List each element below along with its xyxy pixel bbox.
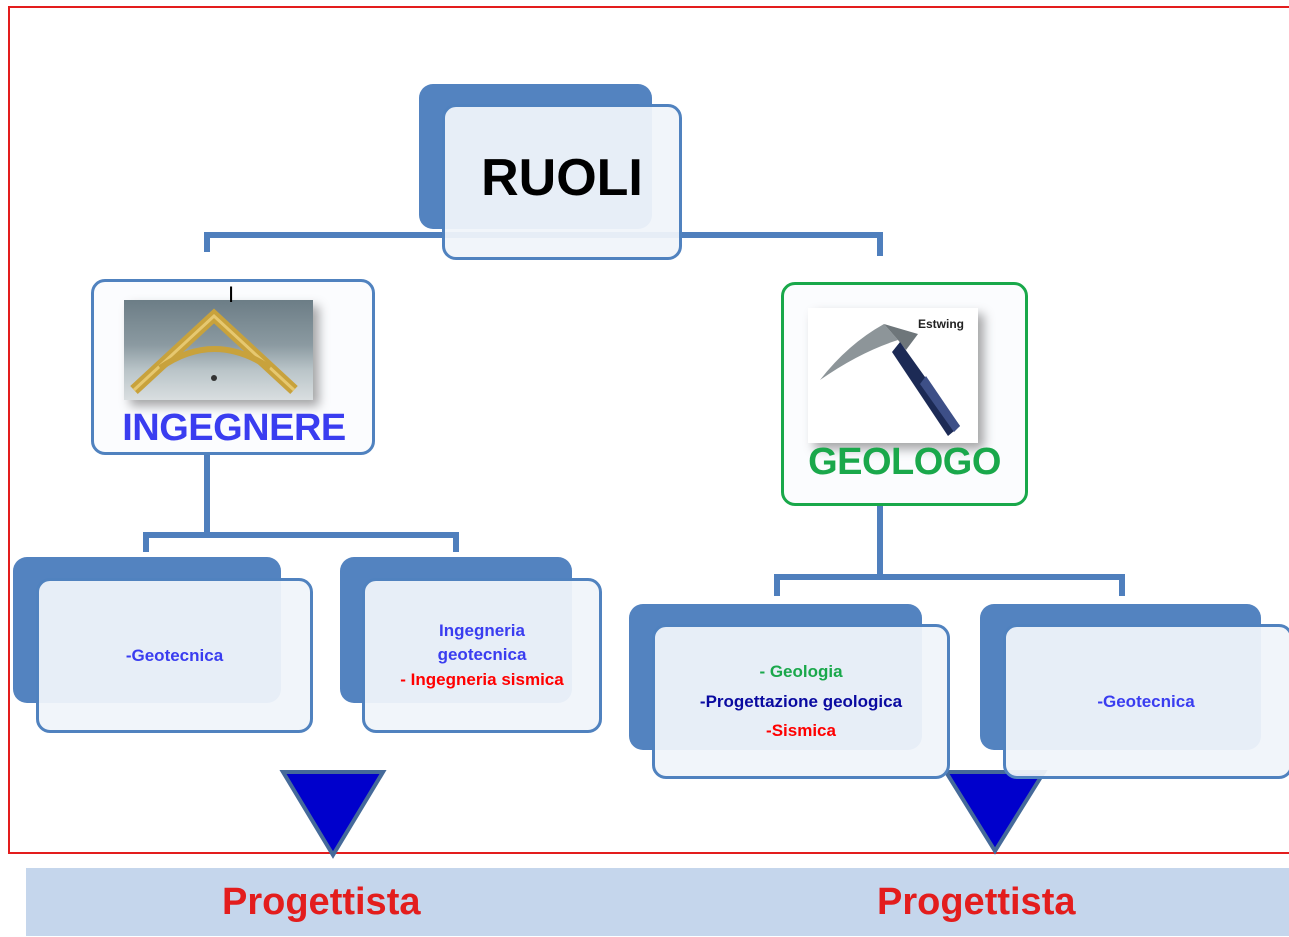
brand-label: Estwing	[918, 317, 964, 331]
leaf-line: - Ingegneria sismica	[400, 669, 564, 689]
leaf-geo-geologia	[652, 624, 950, 779]
diagram-frame	[8, 6, 1289, 854]
leaf-ing-ingegneria	[362, 578, 602, 733]
leaf-line: -Progettazione geologica	[699, 691, 903, 711]
leaf-ing-geotecnica	[36, 578, 313, 733]
outcome-label-ingegnere: Progettista	[222, 881, 421, 923]
connector-ingegnere	[143, 440, 459, 552]
leaf-line: -Sismica	[766, 721, 836, 741]
leaf-line: -Geotecnica	[125, 645, 224, 665]
leaf-text-geo-2: -Geotecnica	[1003, 624, 1289, 779]
role-label-ingegnere: INGEGNERE	[122, 407, 346, 449]
cursor-mark: I	[228, 282, 235, 307]
leaf-line: -Geotecnica	[1097, 691, 1195, 711]
outcome-band	[26, 868, 1289, 936]
leaf-text-geo-1: - Geologia -Progettazione geologica -Sis…	[652, 624, 950, 779]
root-node	[442, 104, 682, 260]
arrow-down-right	[942, 770, 1048, 855]
connector-geologo	[774, 488, 1125, 596]
root-title: RUOLI	[481, 149, 643, 207]
outcome-label-geologo: Progettista	[877, 881, 1076, 923]
leaf-geo-geotecnica	[1003, 624, 1289, 779]
arrow-down-left	[279, 770, 387, 859]
role-label-geologo: GEOLOGO	[808, 441, 1001, 483]
leaf-line: - Geologia	[759, 661, 843, 681]
leaf-text-ing-2: Ingegneria geotecnica - Ingegneria sismi…	[362, 578, 602, 733]
leaf-text-ing-1: -Geotecnica	[36, 578, 313, 733]
rock-hammer-icon: Estwing	[808, 308, 978, 443]
leaf-line: Ingegneria geotecnica	[437, 620, 527, 664]
engineer-ruler-icon	[124, 300, 313, 400]
